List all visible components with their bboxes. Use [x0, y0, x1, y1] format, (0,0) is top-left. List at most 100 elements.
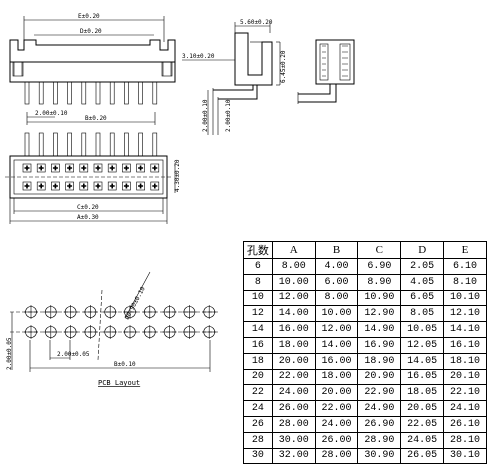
front-pin [152, 81, 158, 105]
contact-frame [107, 181, 117, 191]
cell-a: 12.00 [271, 289, 316, 307]
cell-a: 14.00 [271, 305, 316, 323]
front-pin [53, 81, 58, 105]
cell-c: 12.90 [357, 305, 402, 323]
cell-a: 8.00 [271, 258, 316, 275]
contact-frame [22, 181, 32, 191]
cell-a: 16.00 [271, 321, 316, 338]
cell-b: 10.00 [314, 305, 359, 323]
cell-e: 12.10 [443, 305, 487, 323]
cell-pin-count: 6 [243, 258, 273, 275]
dim-c-label: C±0.20 [77, 204, 99, 211]
contact-frame [65, 181, 74, 191]
cell-e: 10.10 [443, 289, 487, 307]
cell-b: 4.00 [314, 258, 359, 275]
cell-pin-count: 8 [243, 273, 273, 291]
cell-b: 12.00 [314, 321, 359, 338]
top-pin [53, 132, 58, 157]
contact-pin [52, 183, 58, 189]
cell-pin-count: 24 [243, 400, 273, 417]
top-view: 4.30±0.20 C±0.20 A±0.30 [5, 132, 181, 224]
cell-d: 24.05 [400, 431, 445, 449]
cell-d: 22.05 [400, 415, 445, 433]
contact-frame [36, 181, 46, 191]
cell-a: 24.00 [271, 384, 316, 402]
cell-d: 10.05 [400, 321, 445, 338]
header-pin-count: 孔数 [243, 241, 273, 259]
header-c: C [357, 241, 402, 259]
cell-a: 28.00 [271, 415, 316, 433]
cell-d: 4.05 [400, 273, 445, 291]
contact-frame [79, 181, 89, 191]
cell-c: 22.90 [357, 384, 402, 402]
dim-hole-label: Ø0.90±0.10 [124, 285, 147, 321]
cell-e: 30.10 [443, 447, 487, 465]
cell-e: 22.10 [443, 384, 487, 402]
front-pin [24, 81, 30, 105]
cell-c: 28.90 [357, 431, 402, 449]
contact-frame [150, 163, 160, 173]
header-e: E [443, 241, 487, 259]
dim-side-height-label: 6.45±0.20 [280, 50, 287, 83]
cell-a: 22.00 [271, 368, 316, 386]
contact-frame [136, 181, 145, 191]
cell-pin-count: 10 [243, 289, 273, 307]
front-pin [124, 81, 129, 105]
cell-c: 20.90 [357, 368, 402, 386]
top-pin [138, 132, 143, 157]
contact-frame [65, 163, 74, 173]
contact-pin [52, 165, 58, 171]
cell-d: 6.05 [400, 289, 445, 307]
cell-pin-count: 16 [243, 336, 273, 354]
cell-b: 24.00 [314, 415, 359, 433]
top-pin [81, 132, 87, 157]
contact-frame [22, 163, 32, 173]
cell-a: 32.00 [271, 447, 316, 465]
cell-c: 16.90 [357, 336, 402, 354]
cell-e: 8.10 [443, 273, 487, 291]
cell-b: 8.00 [314, 289, 359, 307]
contact-pin [24, 165, 30, 171]
cell-d: 14.05 [400, 352, 445, 370]
contact-frame [107, 163, 117, 173]
contact-pin [109, 165, 115, 171]
side-view-section [297, 39, 355, 104]
side-view-left: 5.60±0.20 3.10±0.20 6.45±0.20 2.00±0.10 … [182, 19, 287, 135]
contact-frame [93, 163, 103, 173]
cell-e: 6.10 [443, 258, 487, 275]
cell-b: 26.00 [314, 431, 359, 449]
dim-side-left-label: 3.10±0.20 [182, 53, 215, 60]
top-pin [109, 132, 115, 157]
cell-b: 28.00 [314, 447, 359, 465]
cell-c: 18.90 [357, 352, 402, 370]
contact-pin [67, 183, 73, 189]
cell-b: 6.00 [314, 273, 359, 291]
dim-pcb-b-label: B±0.10 [114, 361, 136, 368]
contact-pin [123, 165, 129, 171]
cell-pin-count: 22 [243, 384, 273, 402]
cell-pin-count: 12 [243, 305, 273, 323]
cell-e: 26.10 [443, 415, 487, 433]
front-view: E±0.20 D±0.20 2.00±0.10 B±0.20 [9, 13, 176, 125]
cell-d: 20.05 [400, 400, 445, 417]
dim-pin-mid-label: 2.00±0.10 [225, 99, 232, 132]
contact-frame [79, 163, 89, 173]
cell-a: 20.00 [271, 352, 316, 370]
contact-pin [38, 165, 44, 171]
dim-top-height-label: 4.30±0.20 [174, 159, 181, 192]
dim-row-label: 2.00±0.05 [6, 337, 13, 370]
contact-pin [81, 183, 87, 189]
table-header-row: 孔数 A B C D E [243, 241, 487, 259]
cell-b: 16.00 [314, 352, 359, 370]
contact-frame [51, 163, 60, 173]
cell-a: 26.00 [271, 400, 316, 417]
